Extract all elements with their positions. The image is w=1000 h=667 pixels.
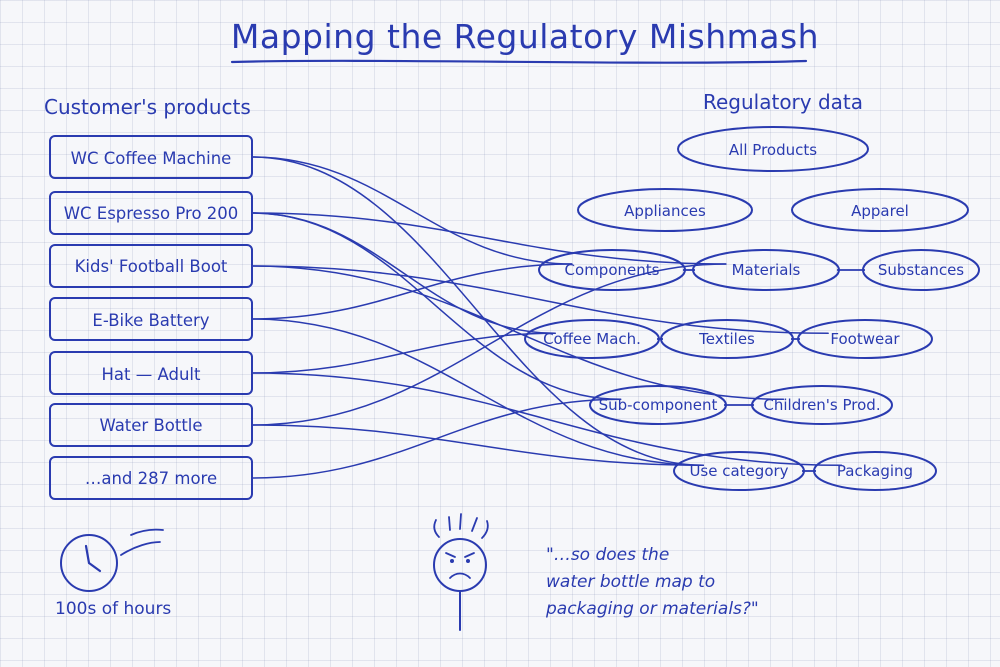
product-label: WC Coffee Machine <box>71 149 232 168</box>
reg-node-label: Textiles <box>698 330 755 348</box>
quote-line-2: water bottle map to <box>546 572 715 592</box>
reg-node-label: Footwear <box>830 330 900 348</box>
product-box-hat-adult[interactable]: Hat — Adult <box>49 351 253 395</box>
reg-node-substances[interactable]: Substances <box>862 249 980 291</box>
product-label: …and 287 more <box>85 469 217 488</box>
reg-node-childrens-prod[interactable]: Children's Prod. <box>751 385 893 425</box>
reg-node-label: Coffee Mach. <box>543 330 641 348</box>
product-label: Hat — Adult <box>102 365 201 384</box>
clock-icon <box>60 528 164 592</box>
mapping-lines <box>251 156 843 479</box>
reg-node-label: All Products <box>729 141 817 159</box>
product-label: WC Espresso Pro 200 <box>64 204 239 223</box>
reg-node-all-products[interactable]: All Products <box>677 126 869 172</box>
mapping-line-ebike-battery-to-components <box>251 263 573 320</box>
mapping-line-ebike-battery-to-use-category <box>251 318 704 467</box>
mapping-line-more-to-sub-component <box>251 398 622 479</box>
reg-node-apparel[interactable]: Apparel <box>791 188 969 232</box>
clock-caption: 100s of hours <box>55 599 171 619</box>
product-box-coffee-machine[interactable]: WC Coffee Machine <box>49 135 253 179</box>
reg-node-label: Use category <box>689 462 788 480</box>
quote-line-3: packaging or materials?" <box>545 599 759 619</box>
reg-node-textiles[interactable]: Textiles <box>660 319 794 359</box>
regulatory-data-heading: Regulatory data <box>703 90 863 114</box>
reg-node-footwear[interactable]: Footwear <box>797 319 933 359</box>
stressed-face-icon <box>433 513 489 631</box>
reg-node-use-category[interactable]: Use category <box>673 451 805 491</box>
mapping-line-football-boot-to-childrens-prod <box>251 265 785 401</box>
reg-node-label: Sub-component <box>599 396 718 414</box>
title-underline <box>230 59 808 64</box>
reg-node-components[interactable]: Components <box>538 249 686 291</box>
product-box-water-bottle[interactable]: Water Bottle <box>49 403 253 447</box>
mapping-line-espresso-pro-to-coffee-mach <box>251 212 556 335</box>
product-box-more[interactable]: …and 287 more <box>49 456 253 500</box>
page-title: Mapping the Regulatory Mishmash <box>231 17 819 56</box>
mapping-line-espresso-pro-to-sub-component <box>251 212 622 401</box>
reg-node-label: Substances <box>878 261 964 279</box>
reg-node-packaging[interactable]: Packaging <box>813 451 937 491</box>
reg-node-label: Components <box>565 261 660 279</box>
product-label: Kids' Football Boot <box>75 257 228 276</box>
reg-node-label: Children's Prod. <box>763 396 880 414</box>
reg-node-label: Apparel <box>851 202 909 220</box>
mapping-line-water-bottle-to-use-category <box>251 424 704 467</box>
reg-node-label: Materials <box>732 261 801 279</box>
reg-node-label: Packaging <box>837 462 913 480</box>
product-box-ebike-battery[interactable]: E-Bike Battery <box>49 297 253 341</box>
reg-node-appliances[interactable]: Appliances <box>577 188 753 232</box>
mapping-line-coffee-machine-to-use-category <box>251 156 704 467</box>
quote-line-1: "…so does the <box>546 545 669 565</box>
product-label: Water Bottle <box>99 416 202 435</box>
product-label: E-Bike Battery <box>92 311 209 330</box>
mapping-line-hat-adult-to-coffee-mach <box>251 332 556 374</box>
reg-node-coffee-mach[interactable]: Coffee Mach. <box>524 319 660 359</box>
mapping-line-hat-adult-to-packaging <box>251 372 843 467</box>
mapping-line-espresso-pro-to-materials <box>251 212 727 265</box>
product-box-espresso-pro[interactable]: WC Espresso Pro 200 <box>49 191 253 235</box>
reg-node-sub-component[interactable]: Sub-component <box>589 385 727 425</box>
reg-node-materials[interactable]: Materials <box>692 249 840 291</box>
product-box-football-boot[interactable]: Kids' Football Boot <box>49 244 253 288</box>
node-link-lines <box>657 269 865 472</box>
mapping-line-coffee-machine-to-components <box>251 156 573 265</box>
mapping-line-football-boot-to-footwear <box>251 265 829 335</box>
reg-node-label: Appliances <box>624 202 706 220</box>
customer-products-heading: Customer's products <box>44 95 251 119</box>
mapping-line-water-bottle-to-materials <box>251 263 727 426</box>
